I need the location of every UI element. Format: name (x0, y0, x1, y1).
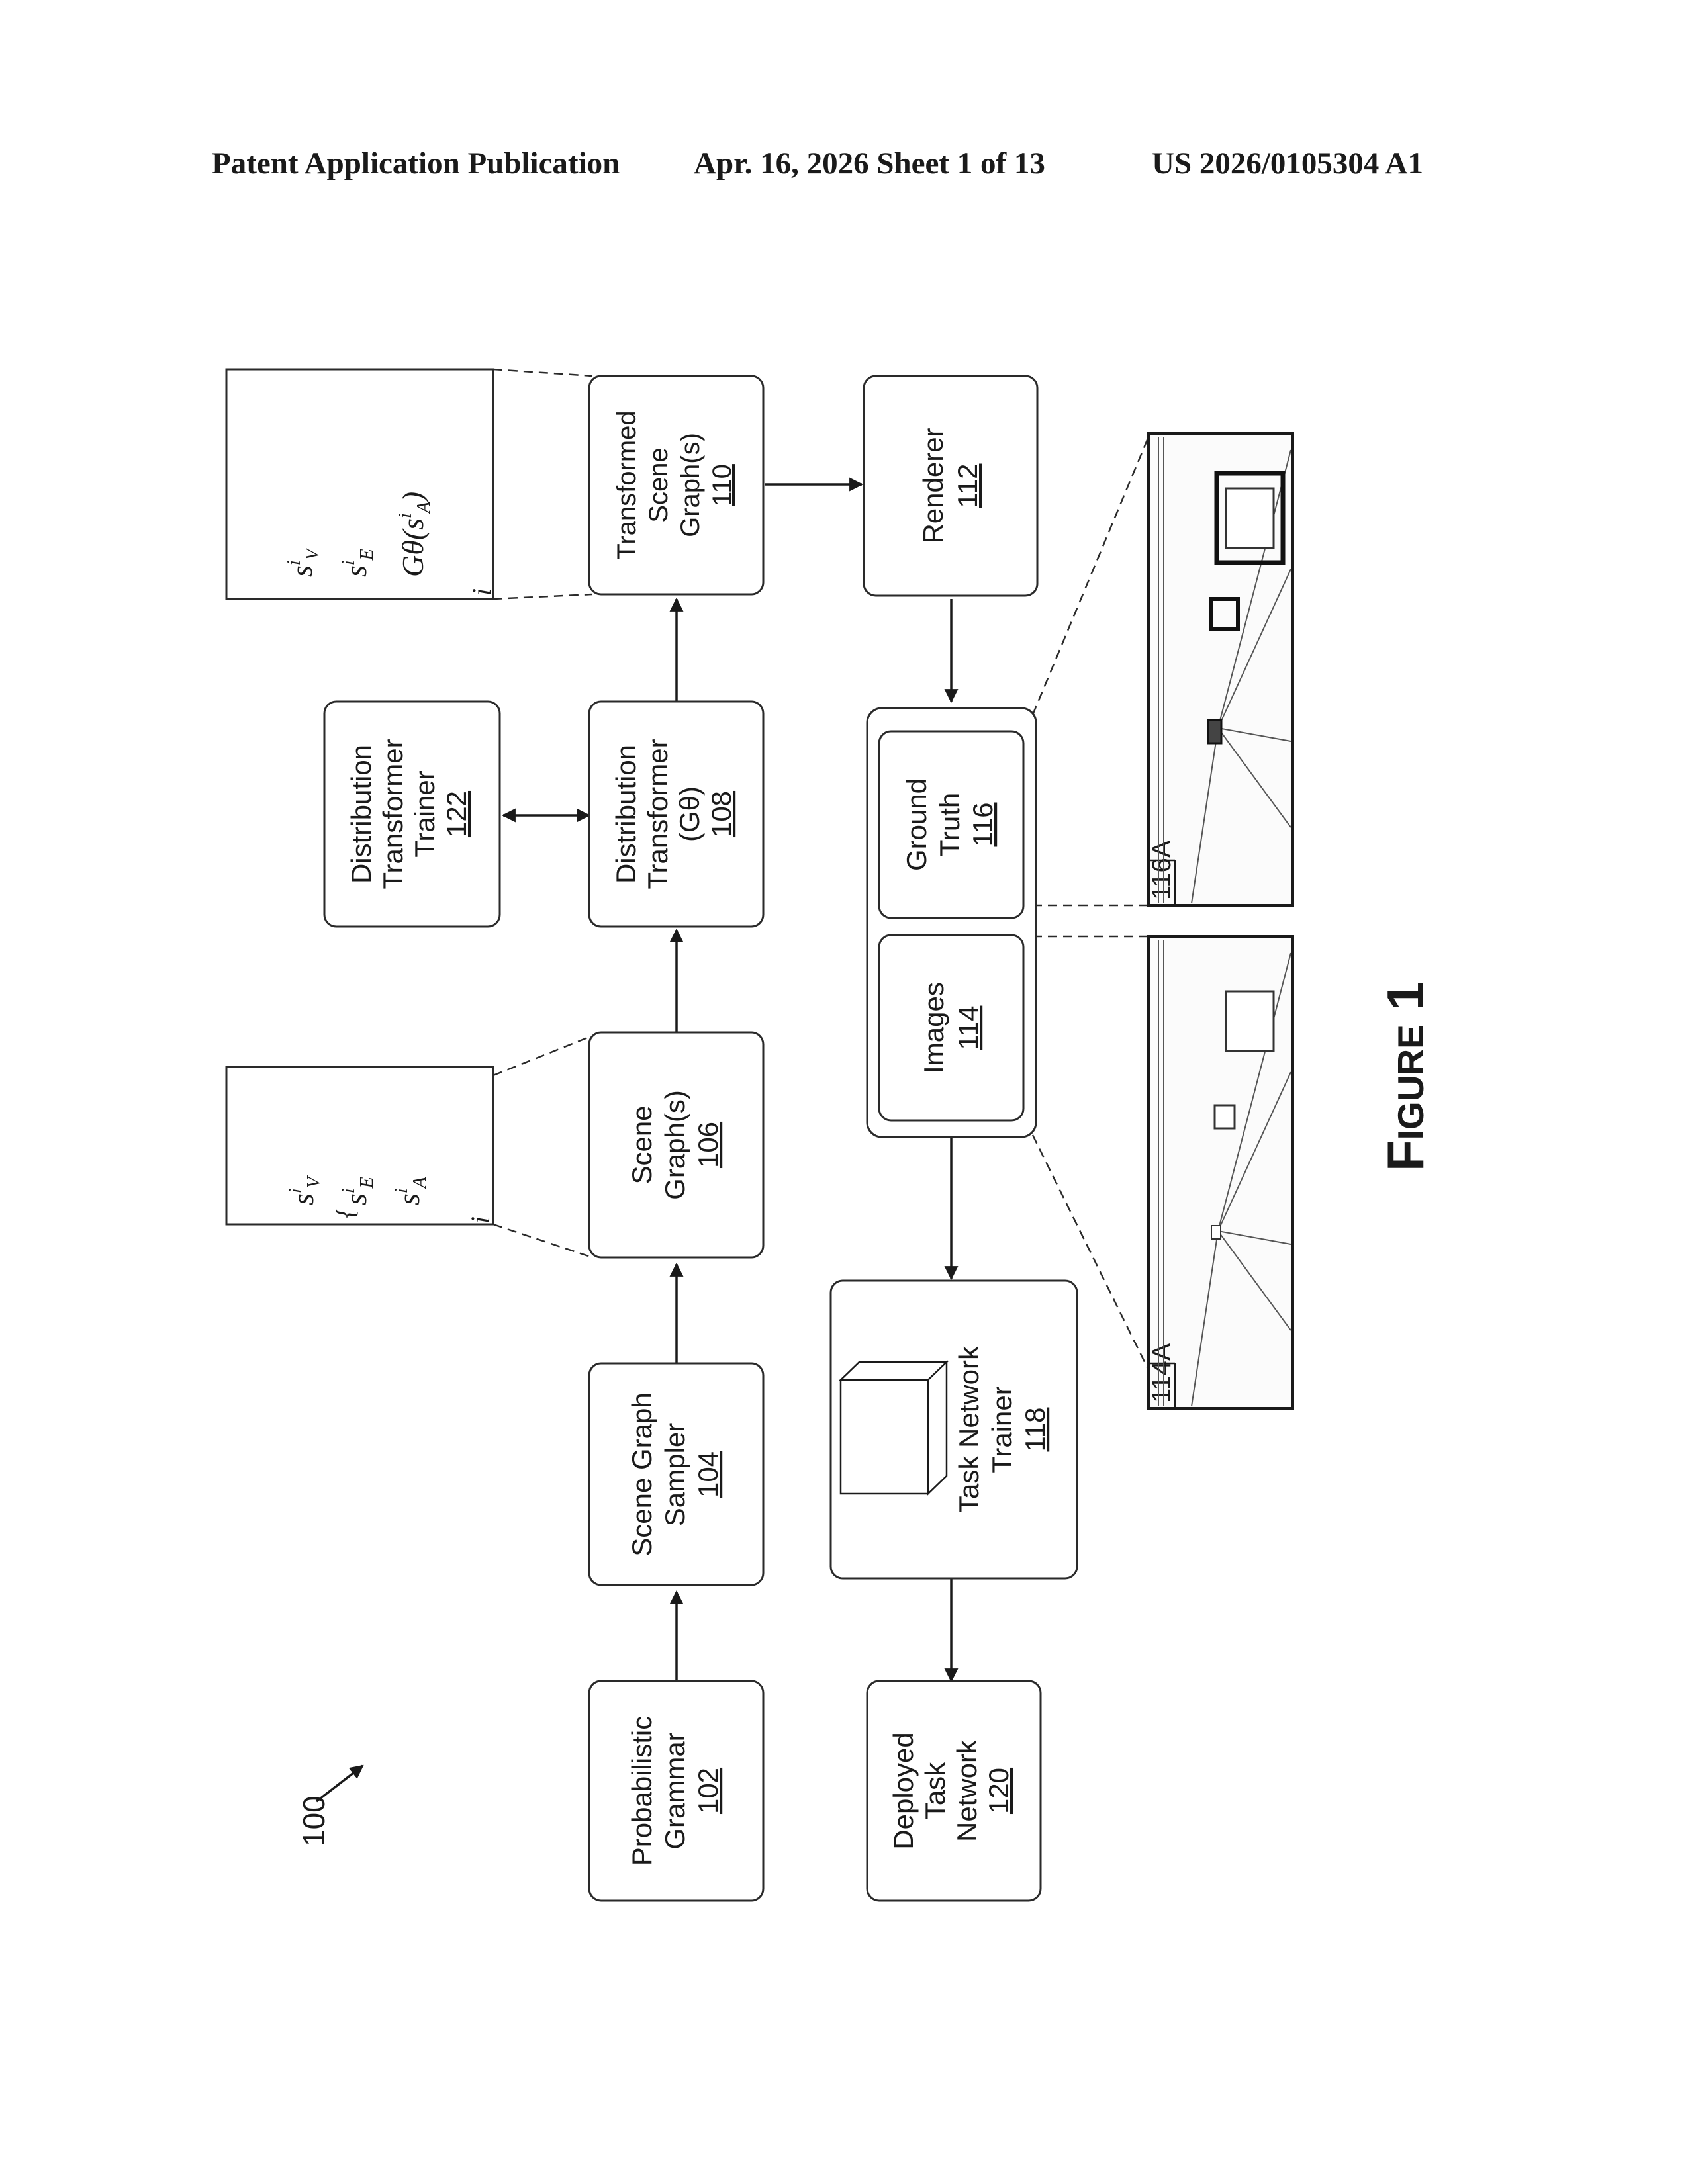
block-108-ref: 108 (706, 791, 737, 837)
block-112-line1: Renderer (917, 428, 949, 543)
block-distribution-transformer-trainer: Distribution Transformer Trainer 122 (324, 702, 500, 927)
block-deployed-task-network: Deployed Task Network 120 (867, 1681, 1041, 1901)
block-102-ref: 102 (692, 1768, 724, 1814)
block-110-line3: Graph(s) (676, 433, 705, 537)
block-114-line1: Images (918, 982, 949, 1073)
block-122-line2: Transformer (377, 739, 408, 889)
block-102-line2: Grammar (659, 1732, 690, 1849)
block-120-line3: Network (951, 1739, 982, 1842)
callout-106-bottom (493, 1224, 592, 1257)
block-114-frame (879, 935, 1023, 1120)
block-images: Images 114 (879, 935, 1023, 1120)
block-108-line2: Transformer (642, 739, 673, 889)
vehicle-near-icon (1226, 488, 1274, 548)
block-distribution-transformer: Distribution Transformer (Gθ) 108 (589, 702, 763, 927)
block-108-line1: Distribution (610, 745, 641, 884)
reference-100-label: 100 (297, 1796, 331, 1846)
network-cube-icon (841, 1362, 947, 1494)
block-ground-truth: Ground Truth 116 (879, 731, 1023, 918)
block-120-line1: Deployed (888, 1732, 919, 1849)
block-116-line2: Truth (934, 793, 965, 856)
block-120-ref: 120 (983, 1768, 1014, 1814)
reference-100-arrow (316, 1766, 363, 1801)
block-110-line2: Scene (644, 447, 673, 522)
block-task-network-trainer: Task Network Trainer 118 (831, 1281, 1077, 1578)
block-120-line2: Task (919, 1762, 951, 1819)
block-110-line1: Transformed (612, 410, 641, 559)
block-106-line1: Scene (626, 1105, 657, 1184)
formula-box-scene-graph: { siV siE siA i (226, 1067, 495, 1273)
block-116-line1: Ground (901, 778, 932, 871)
bracket-left-1: { (330, 1208, 360, 1218)
block-renderer: Renderer 112 (864, 376, 1037, 596)
formula-1-index: i (465, 1216, 495, 1224)
image-panel-114a: 114A (1147, 936, 1293, 1408)
callout-116-a (1033, 437, 1149, 715)
block-122-line1: Distribution (346, 745, 377, 884)
block-scene-graph-sampler: Scene Graph Sampler 104 (589, 1363, 763, 1585)
block-122-line3: Trainer (409, 770, 440, 857)
block-110-ref: 110 (708, 464, 737, 506)
block-106-line2: Graph(s) (659, 1090, 690, 1200)
callout-110-top (493, 369, 592, 376)
bbox-vehicle-far (1208, 720, 1221, 743)
block-104-ref: 104 (692, 1451, 724, 1498)
block-112-frame (864, 376, 1037, 596)
callout-110-bottom (493, 594, 592, 599)
block-106-ref: 106 (692, 1122, 724, 1168)
image-116a-label: 116A (1147, 840, 1176, 900)
image-panel-116a: 116A (1147, 433, 1293, 905)
vehicle-near-icon-114a (1226, 991, 1274, 1051)
formula-2-index: i (467, 588, 496, 596)
block-112-ref: 112 (952, 464, 983, 508)
output-container: Ground Truth 116 Images 114 (867, 708, 1036, 1137)
formula-box-2-frame (226, 369, 493, 599)
vehicle-mid-icon-114a (1215, 1105, 1235, 1128)
block-118-ref: 118 (1019, 1408, 1051, 1452)
reference-100: 100 (297, 1796, 331, 1846)
block-probabilistic-grammar: Probabilistic Grammar 102 (589, 1681, 763, 1901)
block-114-ref: 114 (953, 1006, 984, 1050)
image-114a-label: 114A (1147, 1343, 1176, 1403)
block-104-line2: Sampler (659, 1423, 690, 1526)
block-102-line1: Probabilistic (626, 1716, 657, 1866)
block-118-line2: Trainer (986, 1386, 1017, 1473)
block-transformed-scene-graphs: Transformed Scene Graph(s) 110 (589, 376, 763, 594)
block-108-line3: (Gθ) (674, 786, 705, 842)
formula-box-transformed: siV siE Gθ(siA) i (226, 369, 496, 599)
block-122-ref: 122 (441, 791, 472, 837)
figure-caption: Figure 1 (1376, 981, 1434, 1171)
block-116-ref: 116 (967, 803, 998, 847)
block-scene-graphs: Scene Graph(s) 106 (589, 1032, 763, 1257)
callout-106-top (493, 1036, 592, 1075)
vehicle-far-icon-114a (1211, 1226, 1221, 1239)
block-104-line1: Scene Graph (626, 1392, 657, 1557)
block-118-line1: Task Network (953, 1345, 984, 1513)
